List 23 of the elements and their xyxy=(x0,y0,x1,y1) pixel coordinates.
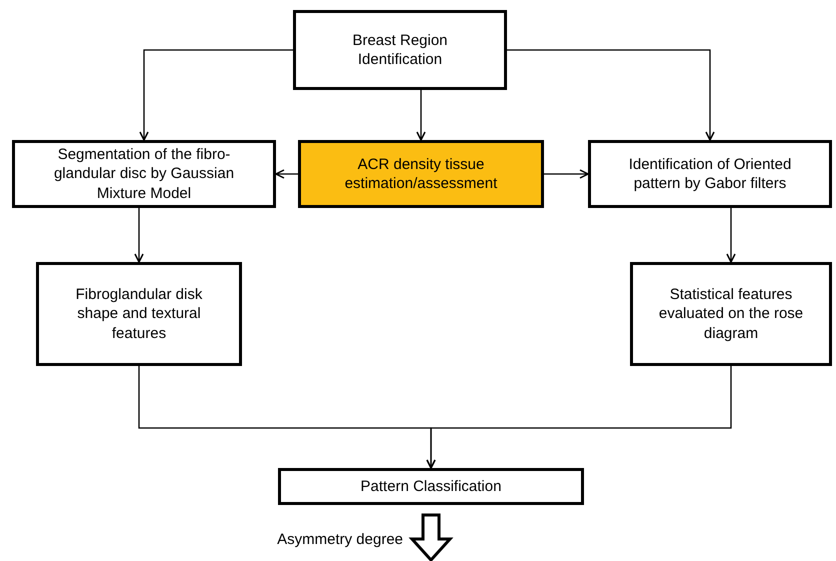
box-label: Fibroglandular disk shape and textural features xyxy=(74,284,204,344)
box-label: Statistical features evaluated on the rose diagram xyxy=(658,284,804,344)
box-label: Segmentation of the fibro-glandular disc by Gaussian Mixture Model xyxy=(52,144,236,204)
arrow xyxy=(544,169,589,179)
process-box xyxy=(293,10,507,90)
box-label: Pattern Classification xyxy=(360,476,502,496)
block-arrow xyxy=(408,514,454,561)
process-box xyxy=(12,140,276,208)
arrow xyxy=(134,208,144,263)
process-box xyxy=(588,140,832,208)
arrow xyxy=(275,169,298,179)
process-box xyxy=(36,262,242,366)
box-label: Identification of Oriented pattern by Gabor filters xyxy=(628,154,792,194)
process-box xyxy=(278,468,584,505)
box-label: Breast Region Identification xyxy=(351,30,449,70)
process-box xyxy=(298,140,544,208)
arrow xyxy=(726,208,736,263)
arrow xyxy=(139,49,293,141)
process-box xyxy=(630,262,832,366)
box-label: ACR density tissue estimation/assessment xyxy=(344,154,498,194)
arrow xyxy=(416,90,426,141)
arrow xyxy=(507,49,715,141)
arrow xyxy=(426,366,732,469)
